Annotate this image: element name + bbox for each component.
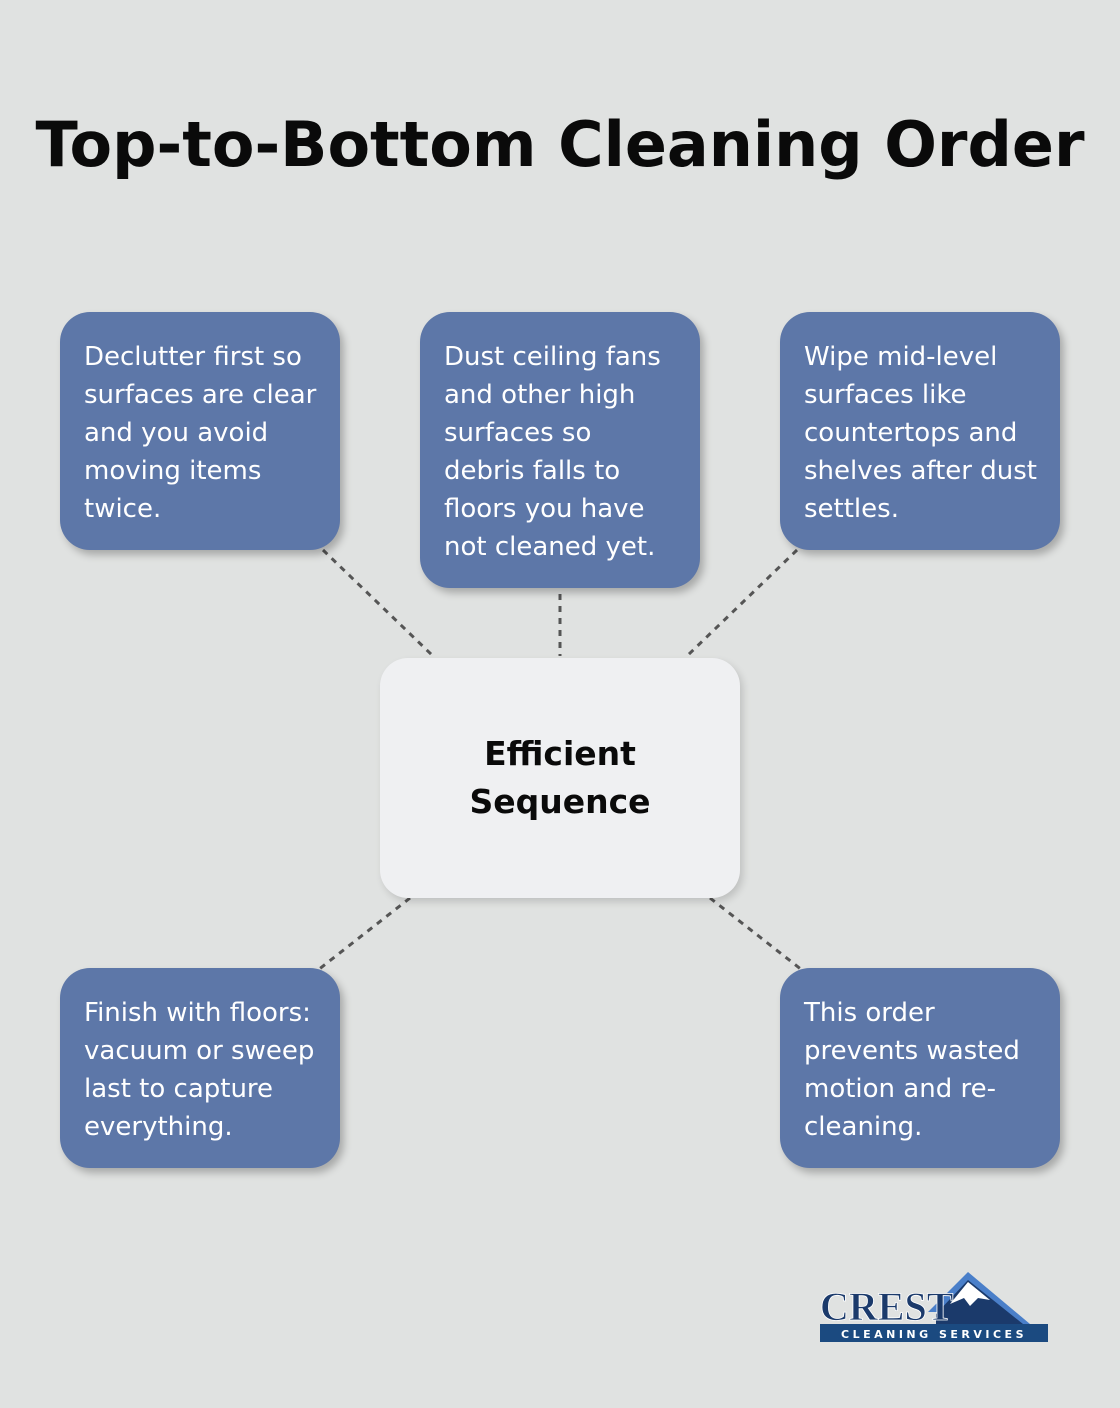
- svg-text:CREST: CREST: [820, 1284, 954, 1329]
- step-box-declutter: Declutter first so surfaces are clear an…: [60, 312, 340, 550]
- step-box-dust: Dust ceiling fans and other high surface…: [420, 312, 700, 588]
- step-box-summary: This order prevents wasted motion and re…: [780, 968, 1060, 1168]
- connector-3: [685, 548, 799, 658]
- crest-logo: CREST CLEANING SERVICES: [820, 1272, 1048, 1342]
- connector-1: [321, 548, 435, 658]
- center-node: Efficient Sequence: [380, 658, 740, 898]
- connector-4: [317, 896, 411, 972]
- connector-5: [709, 896, 803, 972]
- step-box-floors: Finish with floors: vacuum or sweep last…: [60, 968, 340, 1168]
- svg-text:CLEANING SERVICES: CLEANING SERVICES: [841, 1328, 1027, 1341]
- step-box-wipe: Wipe mid-level surfaces like countertops…: [780, 312, 1060, 550]
- page-title: Top-to-Bottom Cleaning Order: [35, 108, 1085, 181]
